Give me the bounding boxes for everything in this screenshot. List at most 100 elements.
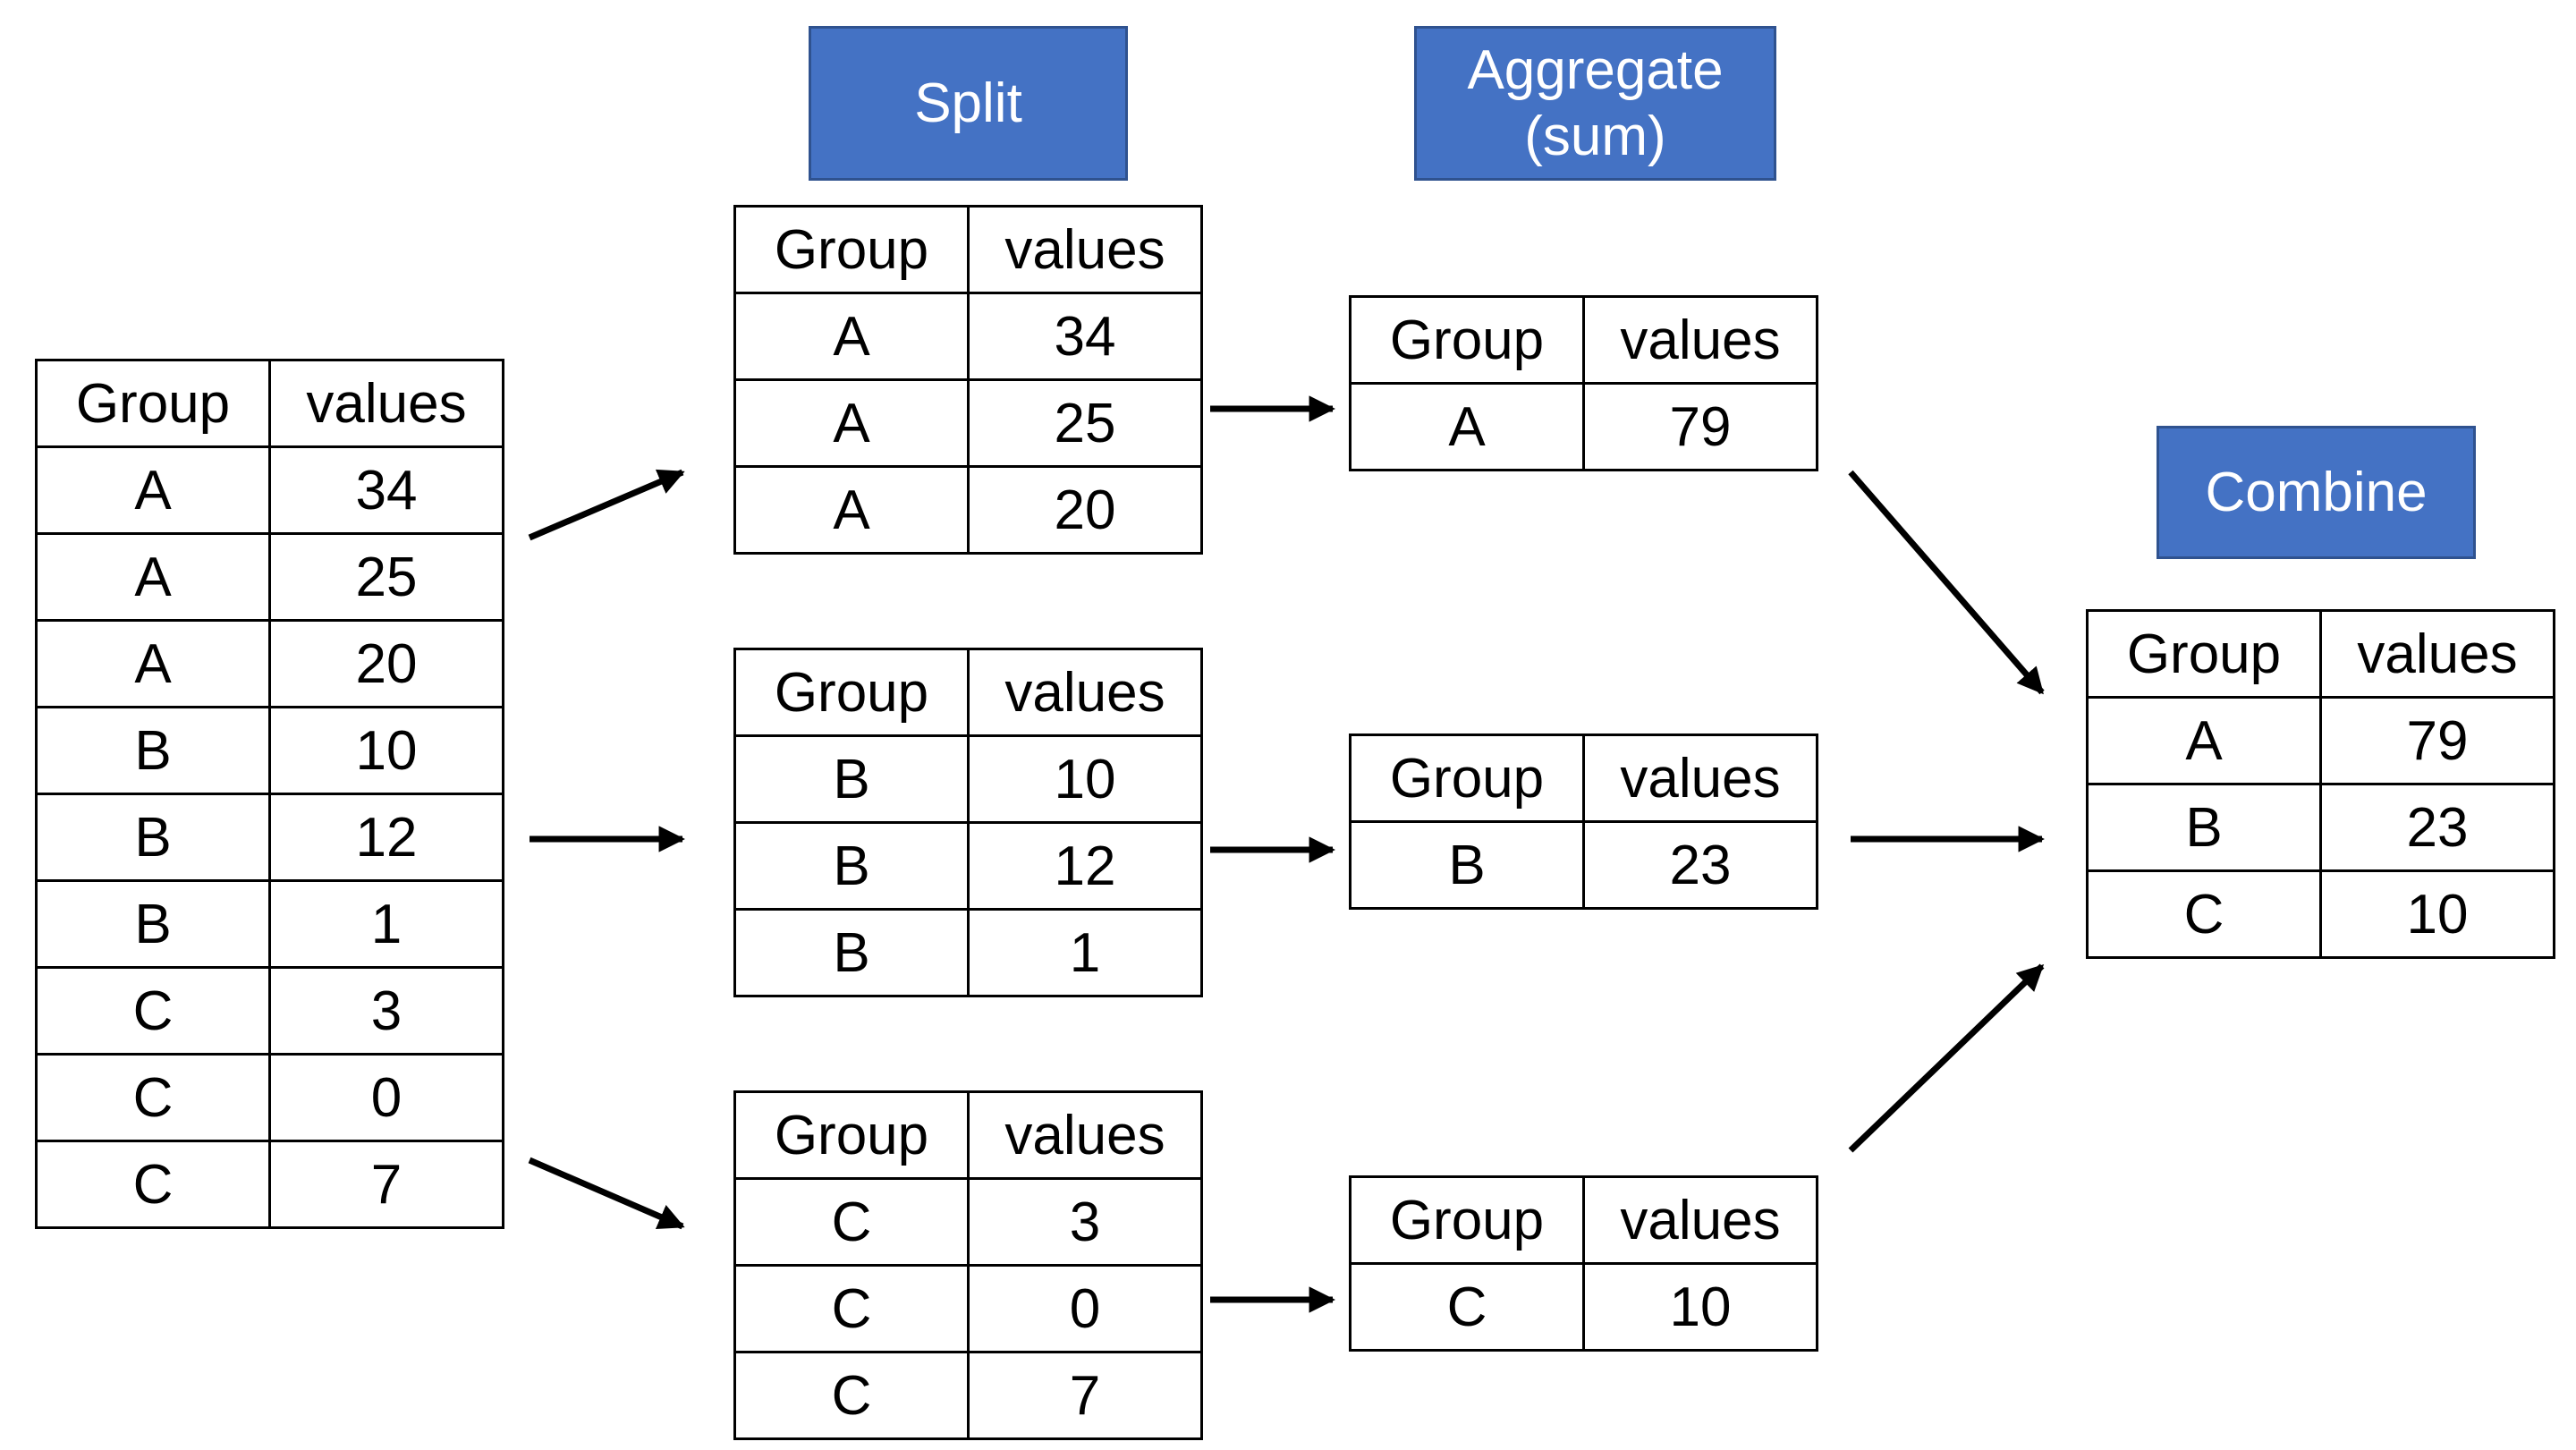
value-cell: 10 <box>268 706 504 795</box>
column-header-group: Group <box>1349 733 1585 823</box>
group-cell: A <box>1349 382 1585 471</box>
column-header-group: Group <box>35 359 271 448</box>
column-header-group: Group <box>733 1090 970 1180</box>
column-header-values: values <box>1582 295 1818 385</box>
value-cell: 20 <box>967 465 1203 555</box>
group-cell: A <box>733 292 970 381</box>
value-cell: 12 <box>268 793 504 882</box>
value-cell: 1 <box>967 908 1203 997</box>
value-cell: 34 <box>967 292 1203 381</box>
group-cell: C <box>2086 869 2322 959</box>
value-cell: 10 <box>2319 869 2555 959</box>
group-cell: B <box>2086 783 2322 872</box>
column-header-group: Group <box>2086 609 2322 699</box>
value-cell: 23 <box>1582 820 1818 910</box>
column-header-values: values <box>967 648 1203 737</box>
column-header-values: values <box>1582 733 1818 823</box>
value-cell: 12 <box>967 821 1203 911</box>
column-header-group: Group <box>1349 1175 1585 1265</box>
combine-header: Combine <box>2157 426 2476 559</box>
value-cell: 1 <box>268 879 504 969</box>
group-cell: B <box>35 706 271 795</box>
group-cell: A <box>35 445 271 535</box>
aggregate-header: Aggregate (sum) <box>1414 26 1776 181</box>
group-cell: A <box>35 619 271 708</box>
split-header: Split <box>809 26 1128 181</box>
value-cell: 7 <box>967 1351 1203 1440</box>
group-cell: A <box>733 465 970 555</box>
group-cell: C <box>733 1351 970 1440</box>
column-header-values: values <box>967 1090 1203 1180</box>
group-cell: C <box>35 1140 271 1229</box>
value-cell: 23 <box>2319 783 2555 872</box>
group-cell: C <box>733 1264 970 1353</box>
value-cell: 79 <box>2319 696 2555 785</box>
combine-header-label: Combine <box>2205 461 2428 523</box>
arrow-aggregate-a-to-combine <box>1848 470 2045 695</box>
value-cell: 10 <box>1582 1262 1818 1352</box>
column-header-group: Group <box>733 205 970 294</box>
value-cell: 7 <box>268 1140 504 1229</box>
value-cell: 79 <box>1582 382 1818 471</box>
group-cell: A <box>2086 696 2322 785</box>
group-cell: B <box>733 908 970 997</box>
value-cell: 34 <box>268 445 504 535</box>
group-cell: B <box>35 879 271 969</box>
group-cell: C <box>733 1177 970 1267</box>
value-cell: 0 <box>967 1264 1203 1353</box>
value-cell: 10 <box>967 734 1203 824</box>
value-cell: 0 <box>268 1053 504 1142</box>
column-header-values: values <box>2319 609 2555 699</box>
group-cell: B <box>1349 820 1585 910</box>
column-header-group: Group <box>1349 295 1585 385</box>
arrow-source-to-split-a <box>528 469 685 541</box>
column-header-values: values <box>268 359 504 448</box>
group-cell: B <box>733 821 970 911</box>
aggregate-header-label: Aggregate (sum) <box>1467 39 1724 167</box>
arrow-source-to-split-c <box>528 1157 685 1230</box>
group-cell: C <box>1349 1262 1585 1352</box>
group-cell: C <box>35 966 271 1056</box>
value-cell: 25 <box>268 532 504 622</box>
group-cell: A <box>733 378 970 468</box>
column-header-values: values <box>1582 1175 1818 1265</box>
value-cell: 3 <box>268 966 504 1056</box>
column-header-group: Group <box>733 648 970 737</box>
value-cell: 20 <box>268 619 504 708</box>
